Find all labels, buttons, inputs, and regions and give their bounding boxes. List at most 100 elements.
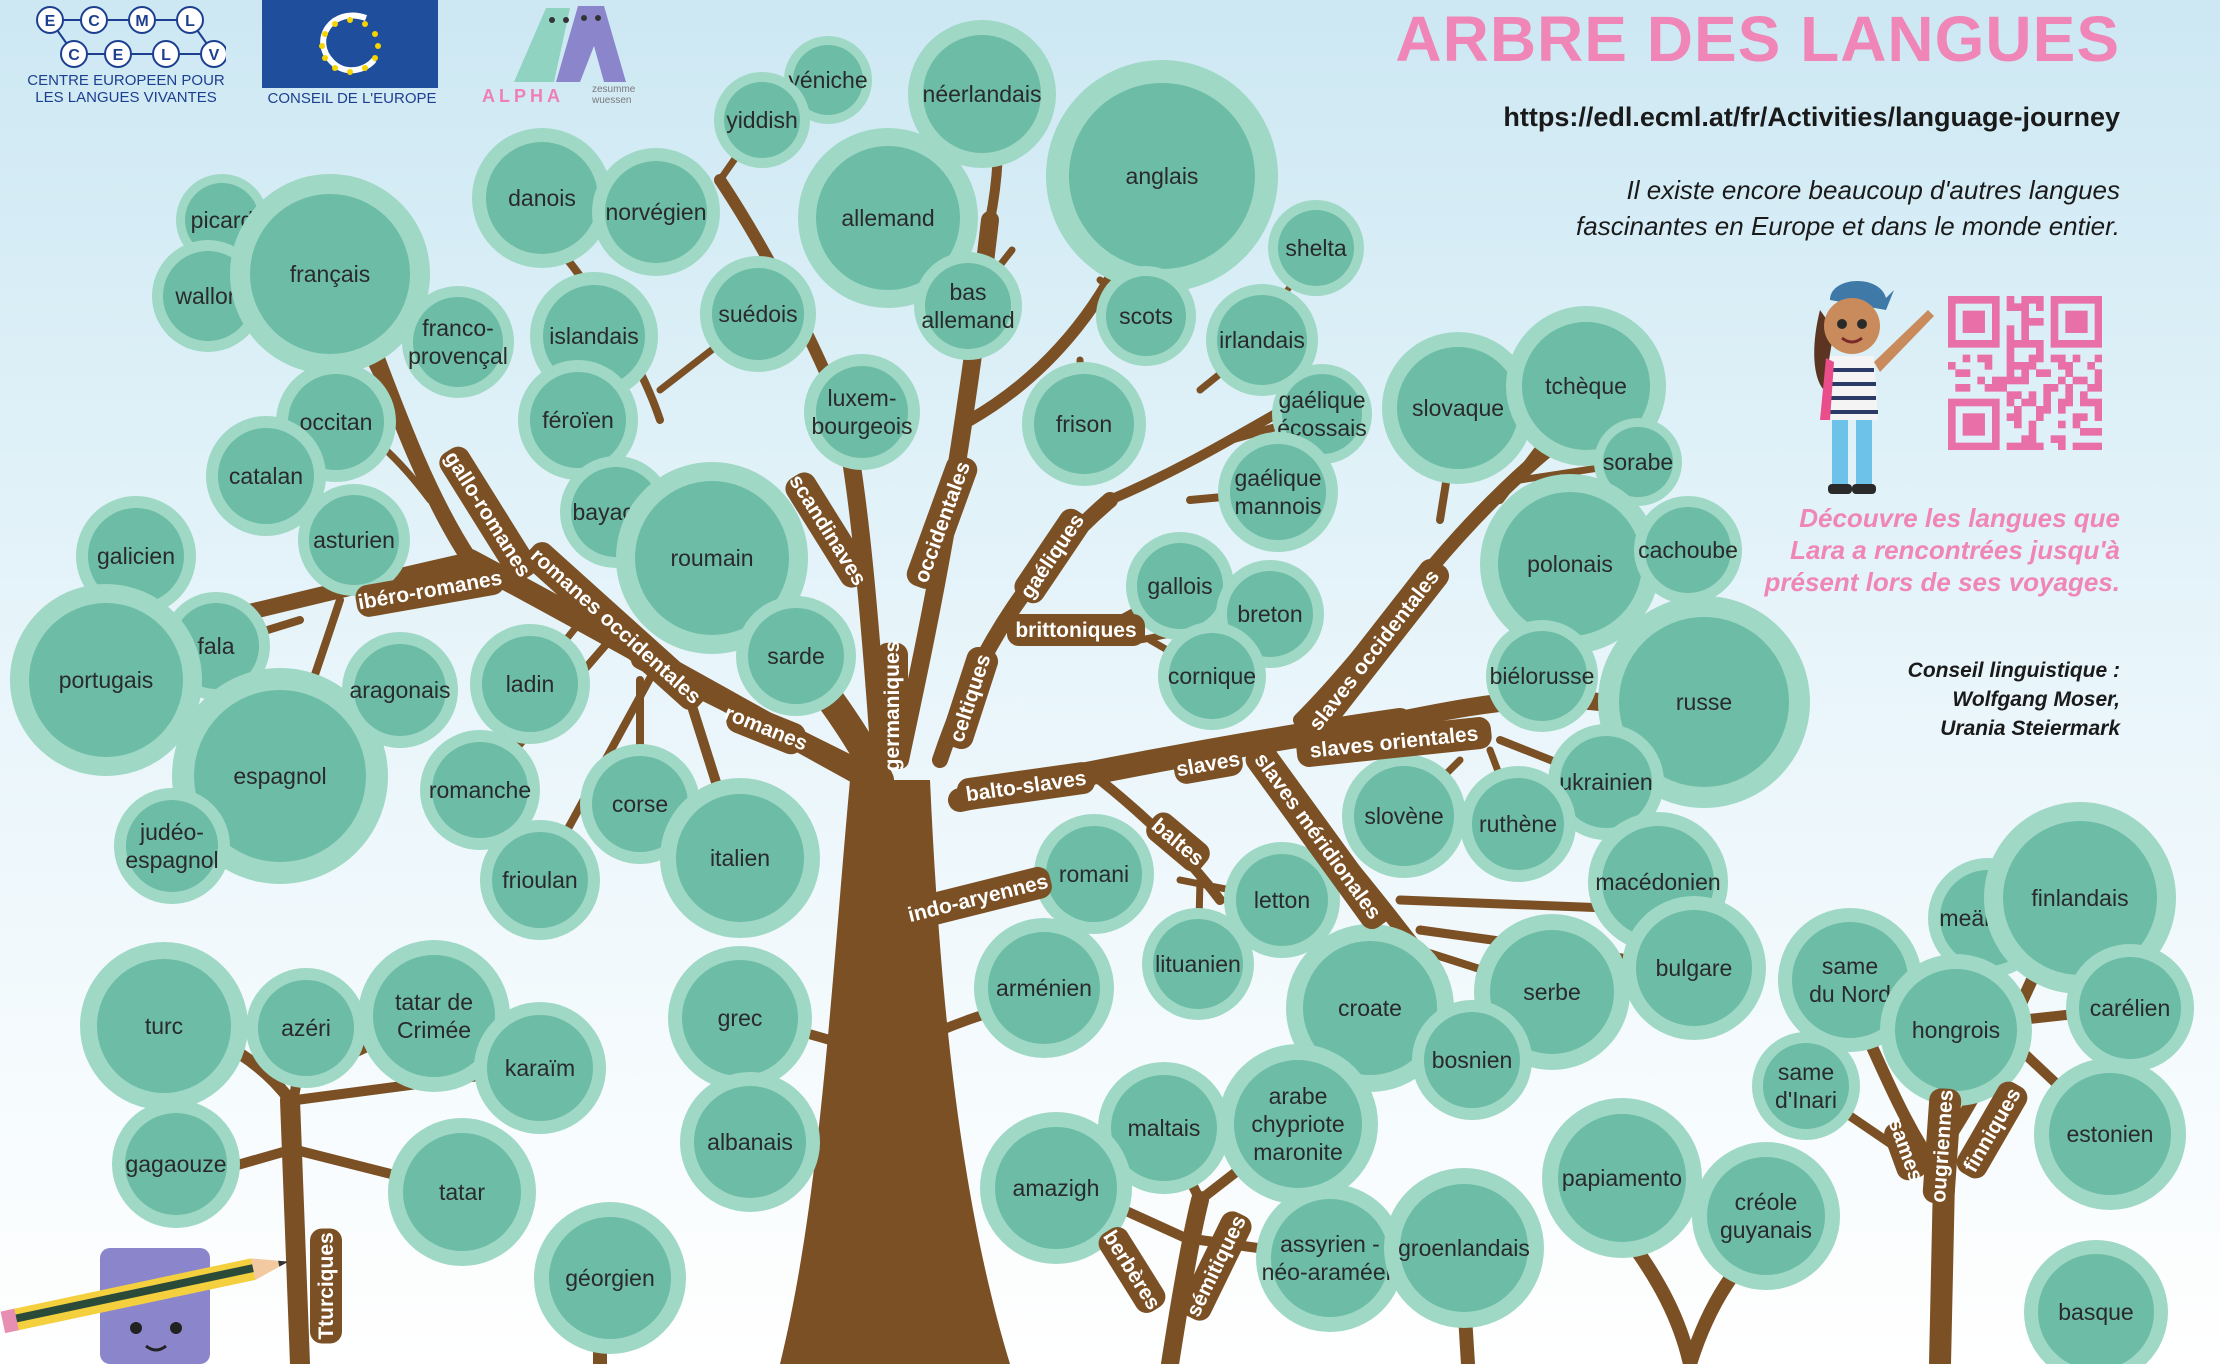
language-leaf-allemand[interactable]: allemand: [798, 128, 978, 308]
language-leaf-feroien[interactable]: féroïen: [518, 360, 638, 480]
language-leaf-assyrien-neo-arameen[interactable]: assyrien -néo-araméen: [1256, 1184, 1404, 1332]
language-leaf-maltais[interactable]: maltais: [1098, 1062, 1230, 1194]
language-leaf-asturien[interactable]: asturien: [298, 484, 410, 596]
language-leaf-bulgare[interactable]: bulgare: [1622, 896, 1766, 1040]
language-leaf-danois[interactable]: danois: [472, 128, 612, 268]
language-leaf-neerlandais[interactable]: néerlandais: [908, 20, 1056, 168]
language-leaf-bosnien[interactable]: bosnien: [1412, 1000, 1532, 1120]
language-leaf-albanais[interactable]: albanais: [680, 1072, 820, 1212]
branch-label-background: [904, 866, 1052, 930]
qr-module: [1955, 384, 1963, 392]
qr-module: [1992, 384, 2000, 392]
qr-module: [1977, 398, 1985, 407]
language-leaf-karaim[interactable]: karaïm: [474, 1002, 606, 1134]
language-leaf-norvegien[interactable]: norvégien: [592, 148, 720, 276]
language-leaf-ruthene[interactable]: ruthène: [1460, 766, 1576, 882]
language-leaf-slovaque[interactable]: slovaque: [1382, 332, 1534, 484]
language-leaf-cornique[interactable]: cornique: [1158, 622, 1266, 730]
language-leaf-letton[interactable]: letton: [1224, 842, 1340, 958]
leaf-inner-circle: [1046, 826, 1142, 922]
language-leaf-slovene[interactable]: slovène: [1342, 754, 1466, 878]
language-leaf-hongrois[interactable]: hongrois: [1880, 954, 2032, 1106]
language-leaf-cachoube[interactable]: cachoube: [1634, 496, 1742, 604]
language-leaf-catalan[interactable]: catalan: [206, 416, 326, 536]
qr-module: [1962, 398, 1971, 407]
qr-module: [1992, 332, 2000, 341]
language-label: occitan: [300, 409, 373, 435]
language-leaf-luxembourgeois[interactable]: luxem-bourgeois: [804, 354, 920, 470]
language-leaf-papiamento[interactable]: papiamento: [1542, 1098, 1702, 1258]
language-label: géorgien: [565, 1265, 655, 1291]
ecml-logo[interactable]: E C M L C E L V CENTRE EUROPEEN POUR LES…: [16, 0, 236, 110]
language-leaf-italien[interactable]: italien: [660, 778, 820, 938]
language-leaf-aragonais[interactable]: aragonais: [342, 632, 458, 748]
language-leaf-frison[interactable]: frison: [1022, 362, 1146, 486]
language-leaf-bielorusse[interactable]: biélorusse: [1486, 620, 1598, 732]
language-leaf-sarde[interactable]: sarde: [736, 596, 856, 716]
language-leaf-ladin[interactable]: ladin: [470, 624, 590, 744]
language-leaf-lituanien[interactable]: lituanien: [1142, 908, 1254, 1020]
language-leaf-armenien[interactable]: arménien: [974, 918, 1114, 1058]
language-leaf-grec[interactable]: grec: [668, 946, 812, 1090]
language-leaf-franco-provencal[interactable]: franco-provençal: [402, 286, 514, 398]
language-leaf-francais[interactable]: français: [230, 174, 430, 374]
alpha-logo[interactable]: ALPHA zesumme wuessen: [480, 0, 650, 110]
language-leaf-basque[interactable]: basque: [2024, 1240, 2168, 1364]
qr-module: [2065, 310, 2073, 319]
language-leaf-turc[interactable]: turc: [80, 942, 248, 1110]
qr-code-icon[interactable]: [1948, 296, 2102, 450]
language-leaf-gagaouze[interactable]: gagaouze: [112, 1100, 240, 1228]
leaf-inner-circle: [258, 980, 354, 1076]
alpha-subtitle: zesumme wuessen: [592, 84, 635, 106]
language-leaf-estonien[interactable]: estonien: [2034, 1058, 2186, 1210]
council-of-europe-name: CONSEIL DE L'EUROPE: [267, 90, 437, 107]
language-label: chypriote: [1251, 1111, 1344, 1137]
qr-module: [2014, 406, 2022, 414]
language-leaf-yiddish[interactable]: yiddish: [714, 72, 810, 168]
language-leaf-amazigh[interactable]: amazigh: [980, 1112, 1132, 1264]
language-leaf-irlandais[interactable]: irlandais: [1206, 284, 1318, 396]
qr-module: [2014, 303, 2022, 311]
language-leaf-roumain[interactable]: roumain: [616, 462, 808, 654]
branch-label-background: [1180, 1211, 1252, 1321]
language-leaf-galicien[interactable]: galicien: [76, 496, 196, 616]
qr-module: [2021, 325, 2029, 333]
leaf-inner-circle: [1137, 543, 1223, 629]
language-leaf-polonais[interactable]: polonais: [1480, 474, 1660, 654]
council-of-europe-logo[interactable]: CONSEIL DE L'EUROPE: [262, 0, 442, 110]
language-leaf-anglais[interactable]: anglais: [1046, 60, 1278, 292]
language-leaf-suedois[interactable]: suédois: [700, 256, 816, 372]
language-leaf-judeo-espagnol[interactable]: judéo-espagnol: [114, 788, 230, 904]
language-leaf-romani[interactable]: romani: [1034, 814, 1154, 934]
language-leaf-scots[interactable]: scots: [1096, 266, 1196, 366]
language-label: aragonais: [349, 677, 450, 703]
language-leaf-romanche[interactable]: romanche: [420, 730, 540, 850]
language-leaf-groenlandais[interactable]: groenlandais: [1384, 1168, 1544, 1328]
qr-module: [2036, 413, 2044, 421]
activity-url-link[interactable]: https://edl.ecml.at/fr/Activities/langua…: [1503, 102, 2120, 132]
branch-label: celtiques: [945, 651, 995, 745]
language-leaf-portugais[interactable]: portugais: [10, 584, 202, 776]
language-leaf-sorabe[interactable]: sorabe: [1594, 418, 1682, 506]
qr-module: [2021, 435, 2029, 443]
language-leaf-carelien[interactable]: carélien: [2066, 944, 2194, 1072]
language-leaf-frioulan[interactable]: frioulan: [480, 820, 600, 940]
language-leaf-azeri[interactable]: azéri: [246, 968, 366, 1088]
leaf-inner-circle: [1069, 83, 1255, 269]
language-leaf-gallois[interactable]: gallois: [1126, 532, 1234, 640]
language-label: tchèque: [1545, 373, 1627, 399]
ecml-name-line1: CENTRE EUROPEEN POUR: [27, 72, 225, 89]
language-leaf-georgien[interactable]: géorgien: [534, 1202, 686, 1354]
language-leaf-shelta[interactable]: shelta: [1268, 200, 1364, 296]
language-leaf-tatar[interactable]: tatar: [388, 1118, 536, 1266]
language-leaf-ukrainien[interactable]: ukrainien: [1548, 724, 1664, 840]
tree-branch: [1929, 1169, 1955, 1364]
